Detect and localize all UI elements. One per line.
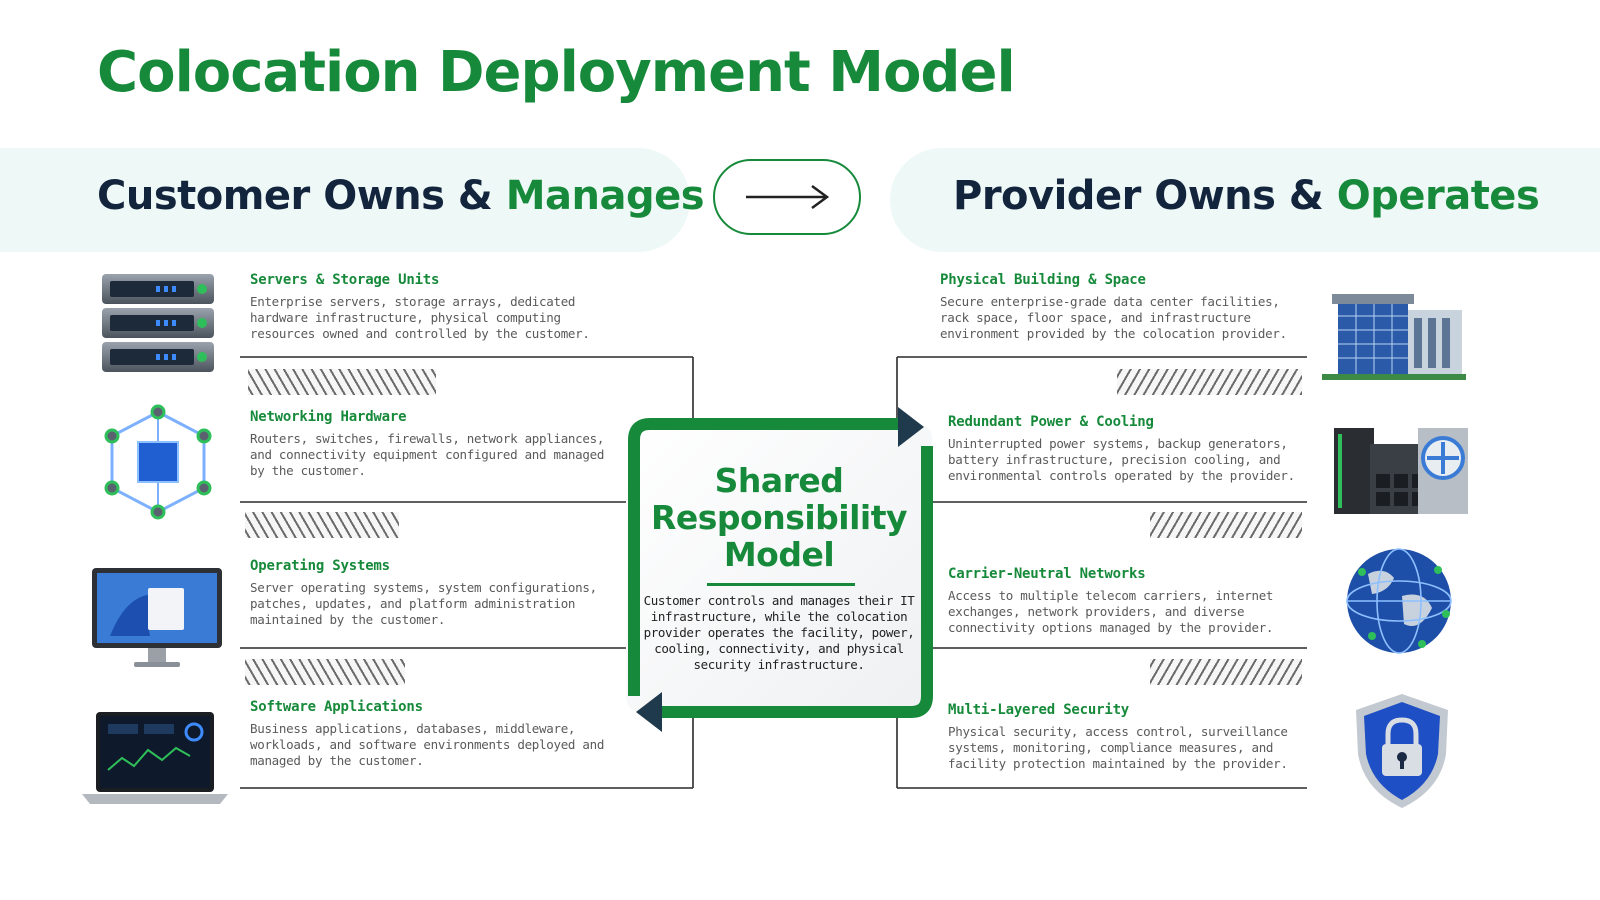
globe-icon <box>1346 548 1452 654</box>
hatch-divider <box>245 512 399 538</box>
customer-header-title: Customer Owns & Manages <box>97 173 705 219</box>
item-title: Operating Systems <box>250 558 390 574</box>
shared-model-title-line3: Model <box>723 535 835 574</box>
provider-header-part2: Operates <box>1336 173 1540 219</box>
page-title: Colocation Deployment Model <box>97 40 1016 105</box>
item-description: Secure enterprise-grade data center faci… <box>940 294 1287 341</box>
item-title: Multi-Layered Security <box>948 702 1130 718</box>
shared-model-title-line1: Shared <box>714 461 844 500</box>
item-description: Enterprise servers, storage arrays, dedi… <box>250 294 590 341</box>
item-description: Server operating systems, system configu… <box>250 580 597 627</box>
item-title: Networking Hardware <box>250 409 407 425</box>
customer-header-part2: Manages <box>505 173 705 219</box>
provider-header-band <box>890 148 1600 252</box>
customer-item-servers: Servers & Storage Units Enterprise serve… <box>250 272 622 342</box>
direction-arrow-pill <box>713 159 861 235</box>
item-title: Software Applications <box>250 699 423 715</box>
shared-model-title-line2: Responsibility <box>650 498 908 537</box>
shared-model-title: Shared Responsibility Model <box>626 462 932 573</box>
hatch-divider <box>248 369 436 395</box>
provider-item-power: Redundant Power & Cooling Uninterrupted … <box>948 414 1320 484</box>
power-cooling-icon <box>1334 428 1468 514</box>
shared-responsibility-card <box>626 424 932 712</box>
shared-model-description: Customer controls and manages their IT i… <box>643 593 915 672</box>
hatch-divider <box>245 659 405 685</box>
item-description: Routers, switches, firewalls, network ap… <box>250 431 605 478</box>
customer-item-networking: Networking Hardware Routers, switches, f… <box>250 409 622 479</box>
item-title: Physical Building & Space <box>940 272 1146 288</box>
building-icon <box>1322 294 1466 380</box>
item-title: Redundant Power & Cooling <box>948 414 1154 430</box>
provider-item-building: Physical Building & Space Secure enterpr… <box>940 272 1312 342</box>
laptop-icon <box>82 712 228 804</box>
customer-header-part1: Customer Owns & <box>97 173 506 219</box>
item-title: Carrier-Neutral Networks <box>948 566 1146 582</box>
customer-item-os: Operating Systems Server operating syste… <box>250 558 622 628</box>
customer-item-software: Software Applications Business applicati… <box>250 699 622 769</box>
item-title: Servers & Storage Units <box>250 272 440 288</box>
provider-item-networks: Carrier-Neutral Networks Access to multi… <box>948 566 1320 636</box>
hatch-divider <box>1150 659 1302 685</box>
item-description: Business applications, databases, middle… <box>250 721 605 768</box>
item-description: Physical security, access control, surve… <box>948 724 1288 771</box>
shared-model-rule <box>707 583 855 586</box>
provider-header-title: Provider Owns & Operates <box>953 173 1540 219</box>
hatch-divider <box>1150 512 1302 538</box>
item-description: Access to multiple telecom carriers, int… <box>948 588 1274 635</box>
monitor-icon <box>92 568 222 667</box>
right-arrow-icon <box>746 184 830 210</box>
customer-header-band <box>0 148 690 252</box>
network-cube-icon <box>104 404 212 520</box>
item-description: Uninterrupted power systems, backup gene… <box>948 436 1295 483</box>
provider-item-security: Multi-Layered Security Physical security… <box>948 702 1320 772</box>
shield-lock-icon <box>1356 694 1448 808</box>
server-rack-icon <box>102 274 214 372</box>
hatch-divider <box>1117 369 1302 395</box>
provider-header-part1: Provider Owns & <box>953 173 1337 219</box>
